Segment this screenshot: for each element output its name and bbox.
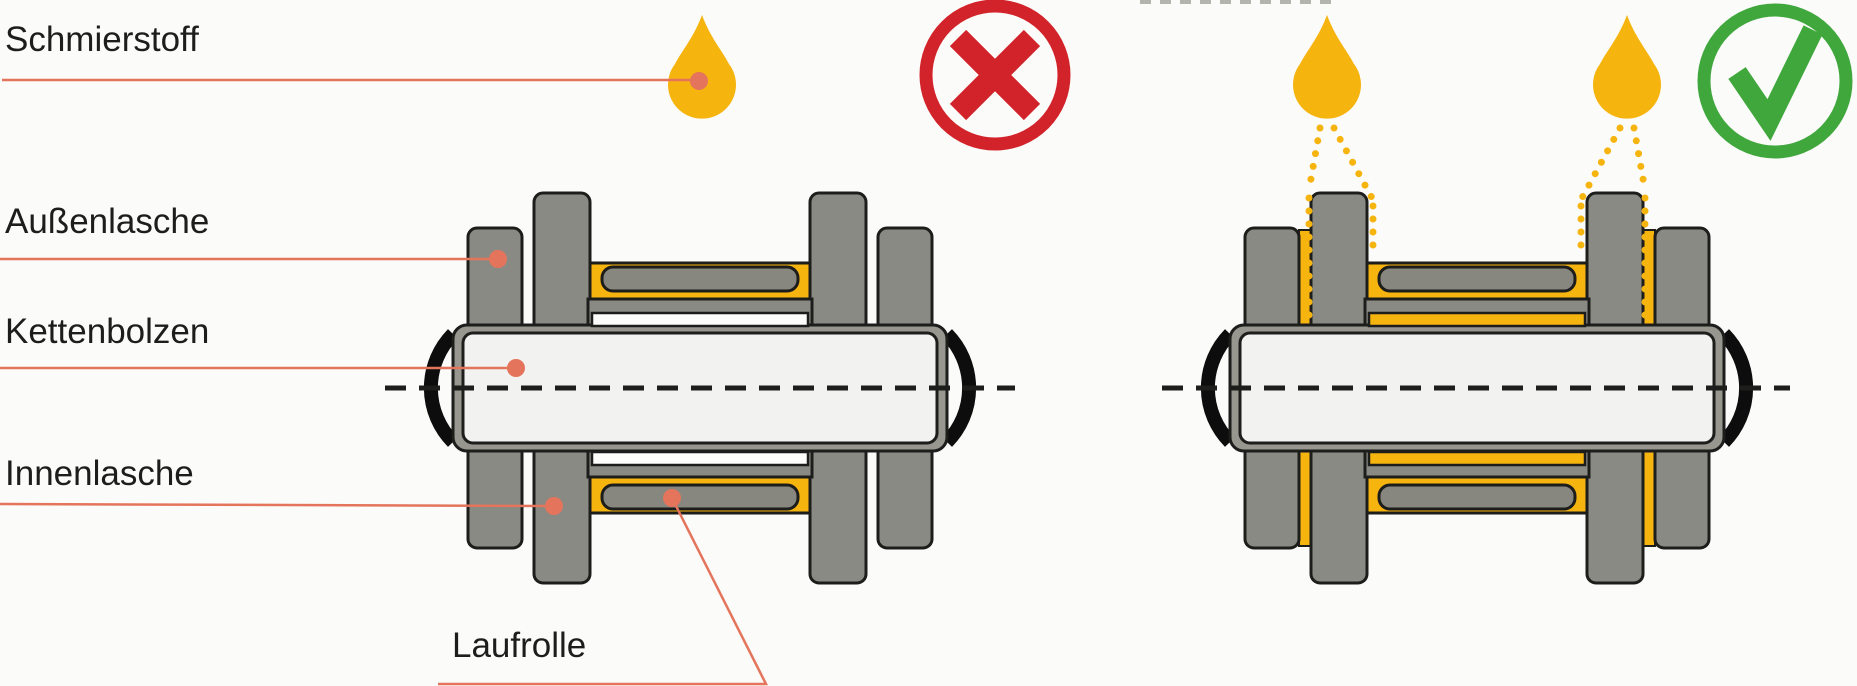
label-pin: Kettenbolzen: [5, 312, 210, 351]
oil-drop-icon-correct-1: [1293, 15, 1361, 119]
label-inner-plate: Innenlasche: [5, 454, 194, 493]
leader-dot-roller: [663, 489, 681, 507]
lubricant-slot-bottom: [1367, 450, 1587, 467]
chain-figure-correct: [1162, 124, 1790, 583]
leader-lines: [0, 78, 769, 686]
leader-dot-pin: [507, 359, 525, 377]
label-outer-plate: Außenlasche: [5, 202, 210, 241]
leader-dot-outer-plate: [489, 250, 507, 268]
leader-dot-inner-plate: [545, 497, 563, 515]
lubricant-gap-bottom-right: [1642, 442, 1656, 547]
flow-line-drop2-right: [1630, 124, 1649, 324]
flow-line-drop1-left: [1305, 124, 1324, 324]
flow-line-drop2-left: [1577, 124, 1624, 262]
clearance-slot-top: [590, 311, 810, 328]
leader-line-roller: [438, 497, 769, 686]
clearance-slot-bottom: [590, 450, 810, 467]
chain-figure-incorrect: [385, 193, 1015, 583]
lubricant-flow-dotted-lines: [1305, 124, 1649, 324]
leader-dot-lubricant: [690, 72, 708, 90]
cross-circle-icon: [919, 0, 1071, 151]
label-lubricant: Schmierstoff: [5, 20, 199, 59]
flow-line-drop1-right: [1330, 124, 1377, 262]
oil-drop-icon-correct-2: [1593, 15, 1661, 119]
check-circle-icon: [1697, 3, 1853, 159]
label-roller: Laufrolle: [452, 626, 587, 665]
lubricant-gap-bottom-left: [1298, 442, 1312, 547]
leader-dots: [489, 72, 708, 515]
oil-drop-icon-left: [668, 15, 736, 119]
leader-line-inner-plate: [0, 502, 553, 508]
lubricant-slot-top: [1367, 311, 1587, 328]
